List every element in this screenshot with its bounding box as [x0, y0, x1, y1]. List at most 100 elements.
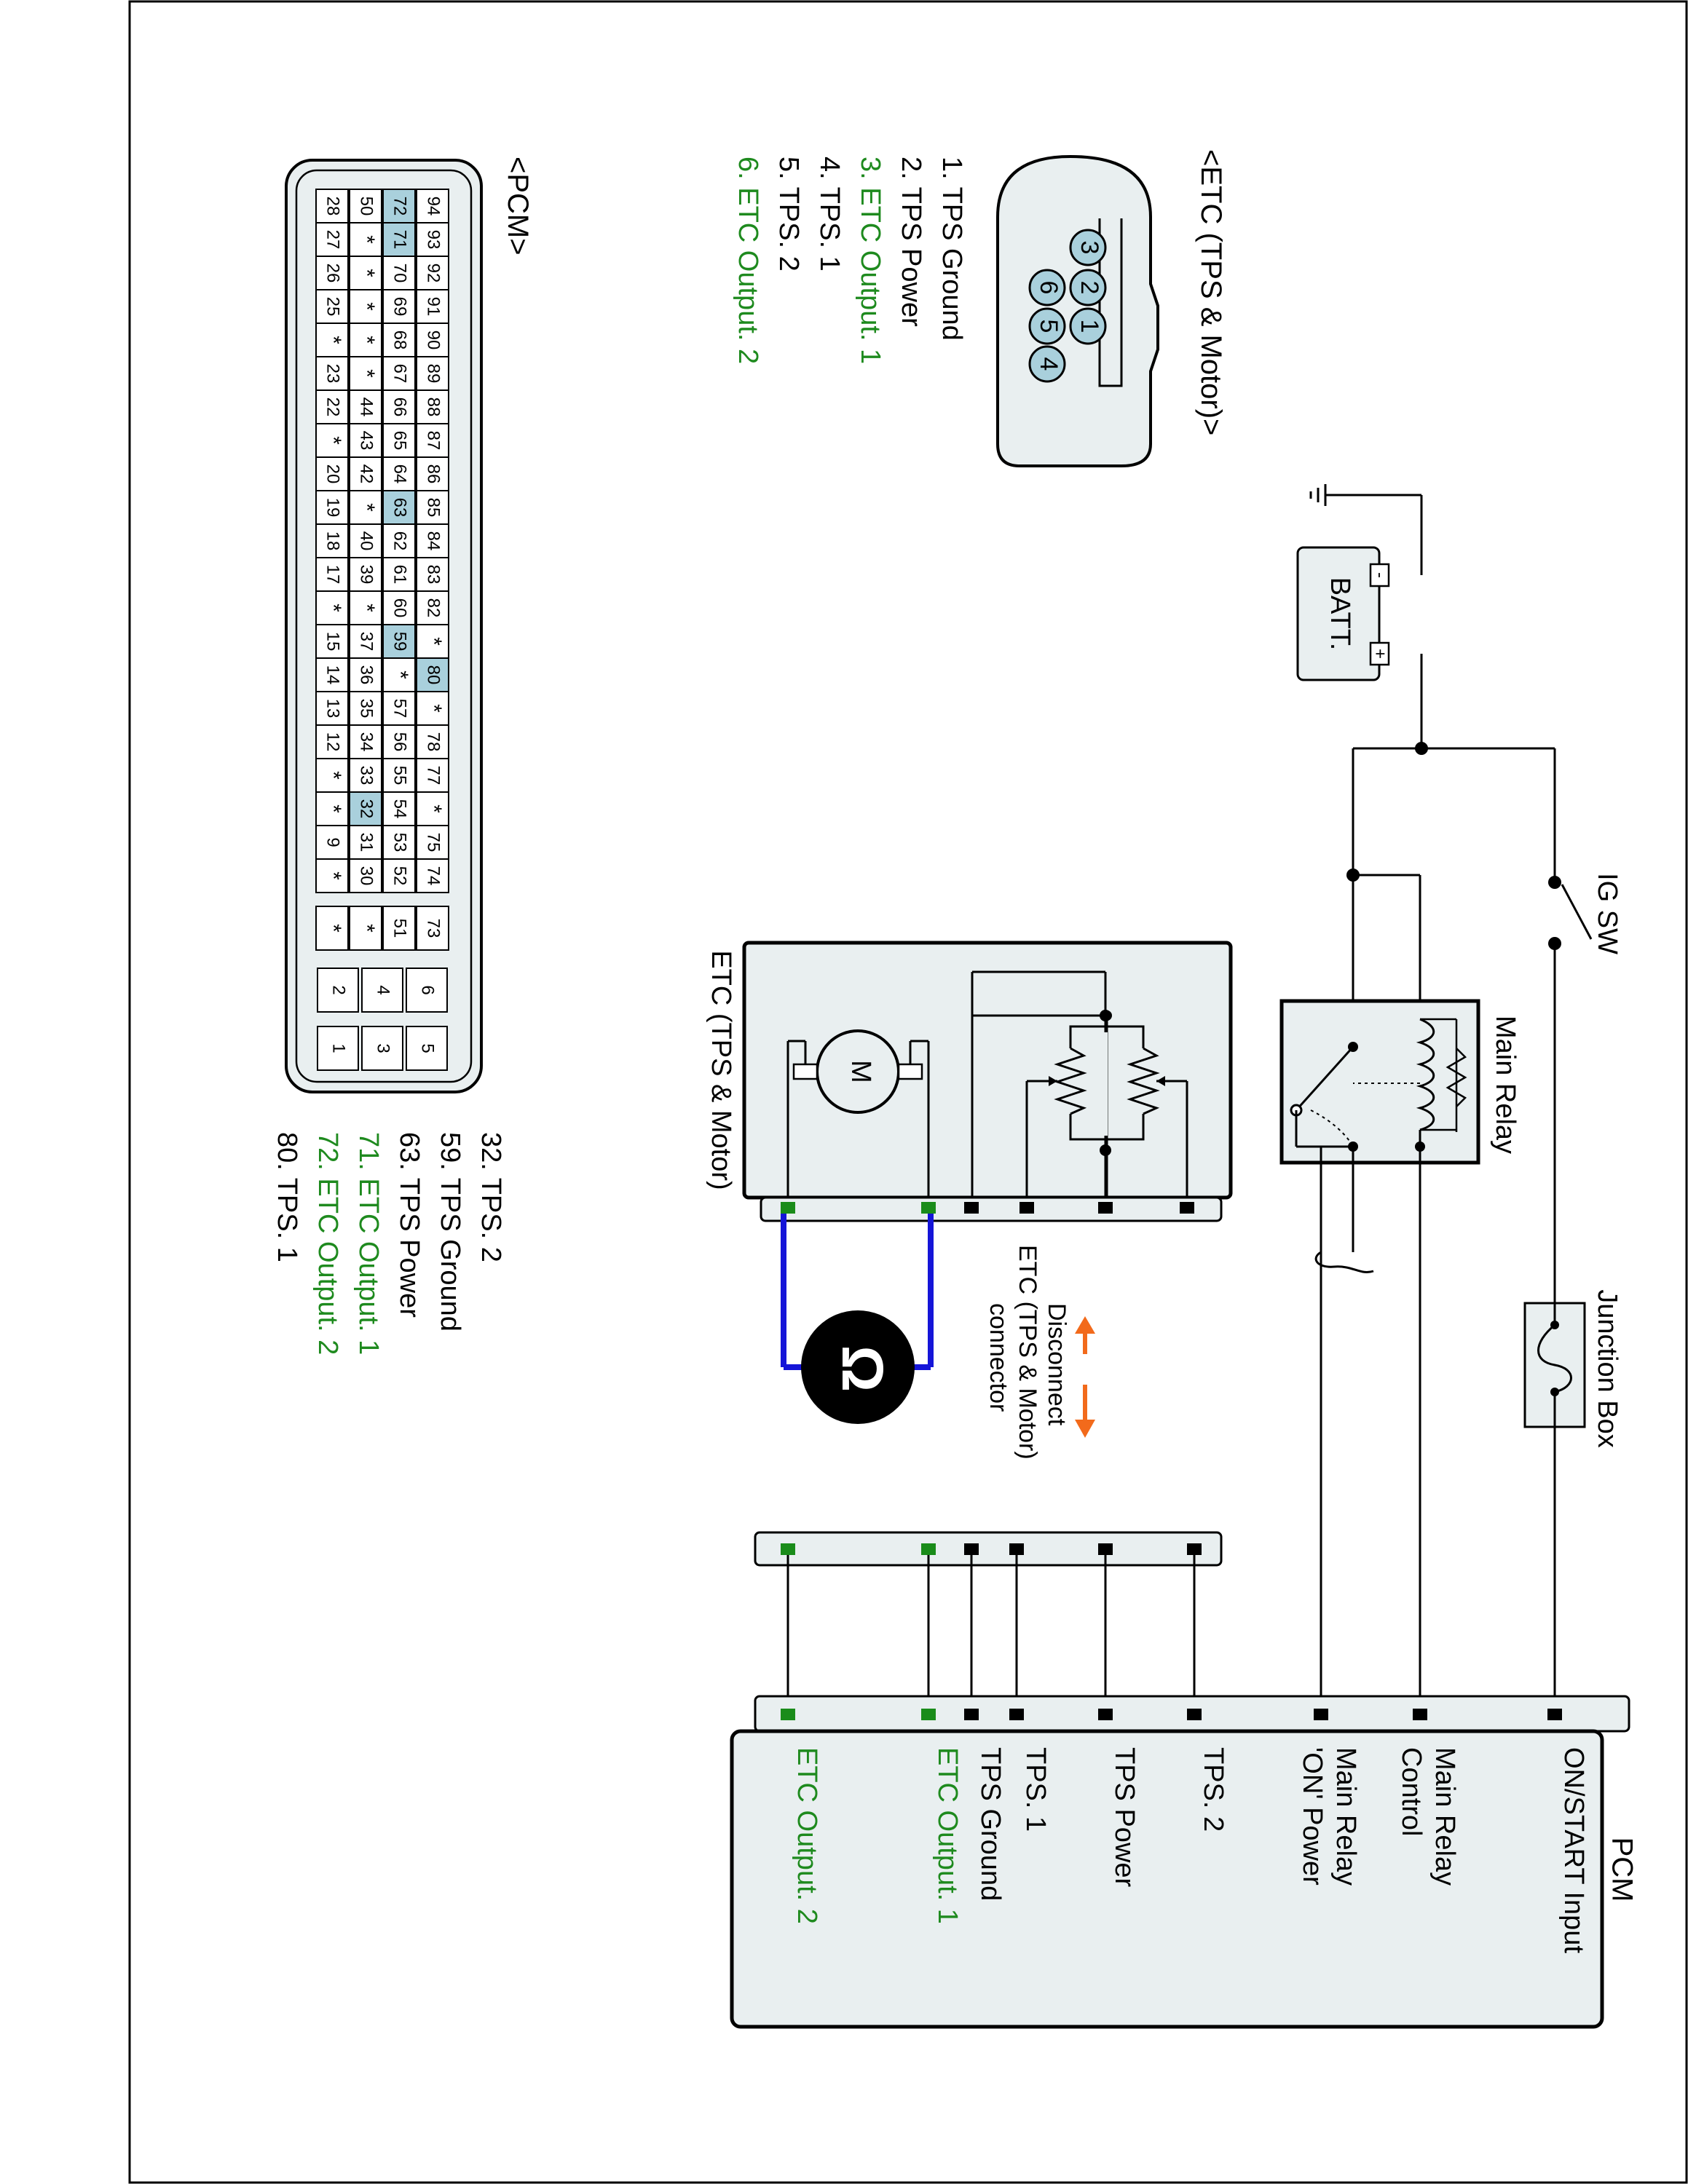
pcm-grid-cell — [315, 791, 349, 826]
disconnect-line3: connector — [985, 1303, 1012, 1412]
pcm-grid-pin: 77 — [424, 766, 443, 786]
pcm-power-pin: 5 — [418, 1043, 438, 1053]
pcm-pin-label: Main Relay — [1429, 1747, 1460, 1886]
pcm-grid-pin: 28 — [323, 197, 343, 216]
pcm-grid-cell — [315, 323, 349, 357]
pcm-grid-cell — [382, 590, 416, 625]
pcm-grid-cell — [416, 256, 449, 290]
pcm-grid-cell — [416, 389, 449, 424]
pcm-grid-pin: 62 — [390, 531, 410, 551]
pcm-grid-pin: 66 — [390, 397, 410, 417]
etc-pin-number: 1 — [1076, 320, 1103, 333]
pcm-grid-pin: 26 — [323, 264, 343, 283]
pcm-grid-cell — [349, 323, 382, 357]
etc-pin-number: 5 — [1035, 320, 1062, 333]
ground-icon — [1309, 484, 1327, 506]
relay-switch-blade — [1295, 1045, 1354, 1112]
pcm-grid-pin: 88 — [424, 397, 443, 417]
pcm-grid-pin: 85 — [424, 498, 443, 518]
pcm-grid-cell — [315, 423, 349, 458]
pcm-pin-marker — [964, 1709, 979, 1720]
pcm-grid-cell — [315, 590, 349, 625]
pcm-power-pin: 6 — [418, 985, 438, 994]
pcm-pin-marker — [1187, 1709, 1202, 1720]
pcm-grid-pin: 33 — [357, 766, 376, 786]
pcm-grid-pin: 44 — [357, 397, 376, 417]
pcm-pin-label: TPS Power — [1109, 1747, 1140, 1888]
pcm-side-pin: 51 — [390, 919, 410, 938]
etc-legend-item: 3. ETC Output. 1 — [855, 157, 886, 364]
pcm-grid-cell — [349, 490, 382, 525]
pcm-grid-cell — [416, 858, 449, 893]
pcm-grid-pin: * — [422, 804, 446, 813]
pcm-power-pin: 2 — [329, 985, 349, 994]
pcm-grid-cell — [416, 590, 449, 625]
pcm-grid-pin: 25 — [323, 297, 343, 317]
pcm-grid-pin: 67 — [390, 364, 410, 384]
pcm-pin-marker — [1009, 1709, 1024, 1720]
pcm-grid-pin: 78 — [424, 732, 443, 752]
pcm-grid-cell — [349, 691, 382, 726]
relay-resistor-icon — [1446, 1048, 1467, 1107]
etc-pin-number: 2 — [1076, 281, 1103, 295]
pcm-grid-pin: * — [355, 235, 379, 244]
pcm-grid-cell — [382, 356, 416, 391]
pcm-grid-pin: 90 — [424, 331, 443, 350]
pcm-grid-pin: * — [355, 503, 379, 512]
pcm-grid-pin: 94 — [424, 197, 443, 216]
etc-pin — [1069, 307, 1107, 345]
tps2-resistor-icon — [1127, 1047, 1160, 1115]
pcm-grid-pin: 64 — [390, 464, 410, 484]
battery-plus-label: + — [1370, 649, 1390, 659]
pcm-grid-pin: 57 — [390, 699, 410, 719]
pcm-grid-pin: 91 — [424, 297, 443, 317]
pcm-grid-cell — [416, 490, 449, 525]
pcm-power-pin: 1 — [329, 1043, 349, 1053]
pcm-power-pin: 4 — [374, 985, 393, 994]
pcm-grid-cell — [382, 858, 416, 893]
etc-pin — [1028, 269, 1066, 306]
pcm-side-pin: * — [321, 924, 345, 933]
pcm-side-pin: * — [355, 924, 379, 933]
disconnect-line2: ETC (TPS & Motor) — [1014, 1245, 1041, 1460]
pcm-grid-pin: 84 — [424, 531, 443, 551]
pcm-grid-cell — [315, 490, 349, 525]
pcm-grid-pin: * — [422, 704, 446, 713]
pcm-grid-cell — [382, 222, 416, 257]
battery-ground-group: - + BATT. — [1296, 484, 1428, 755]
pcm-grid-cell — [349, 389, 382, 424]
etc-legend-item: 6. ETC Output. 2 — [733, 157, 763, 364]
pcm-title: PCM — [1606, 1837, 1638, 1902]
pcm-pin-label-line2: 'ON' Power — [1297, 1747, 1328, 1886]
etc-pin-number: 3 — [1076, 241, 1103, 255]
pcm-grid-cell — [349, 791, 382, 826]
pcm-grid-cell — [416, 791, 449, 826]
pcm-grid-pin: * — [355, 604, 379, 612]
etc-pin — [1069, 269, 1107, 306]
pcm-grid-cell — [382, 825, 416, 860]
pcm-grid-cell — [315, 557, 349, 592]
battery-minus-terminal — [1369, 563, 1390, 587]
pcm-grid-pin: 71 — [390, 230, 410, 250]
pcm-grid-pin: 55 — [390, 766, 410, 786]
etc-component: ETC (TPS & Motor) M — [706, 941, 1233, 1210]
etc-pin-number: 6 — [1035, 281, 1062, 295]
pcm-grid-pin: 92 — [424, 264, 443, 283]
pcm-legend-item: 80. TPS. 1 — [272, 1132, 302, 1262]
pcm-grid-pin: * — [355, 336, 379, 344]
pcm-grid-pin: 83 — [424, 565, 443, 585]
pcm-grid-cell — [315, 858, 349, 893]
pcm-grid-pin: 53 — [390, 833, 410, 852]
relay-coil-icon — [1416, 1018, 1435, 1131]
ig-switch-blade — [1561, 884, 1593, 940]
pcm-pin-label: TPS. 2 — [1198, 1747, 1228, 1832]
pcm-grid-cell — [349, 289, 382, 324]
pcm-grid-cell — [416, 657, 449, 692]
etc-legend-item: 1. TPS Ground — [936, 157, 967, 341]
pcm-pin-marker — [921, 1709, 936, 1720]
pcm-grid-pin: 89 — [424, 364, 443, 384]
pcm-grid-cell — [315, 724, 349, 759]
pcm-grid-pin: 19 — [323, 498, 343, 518]
pcm-grid-cell — [315, 825, 349, 860]
